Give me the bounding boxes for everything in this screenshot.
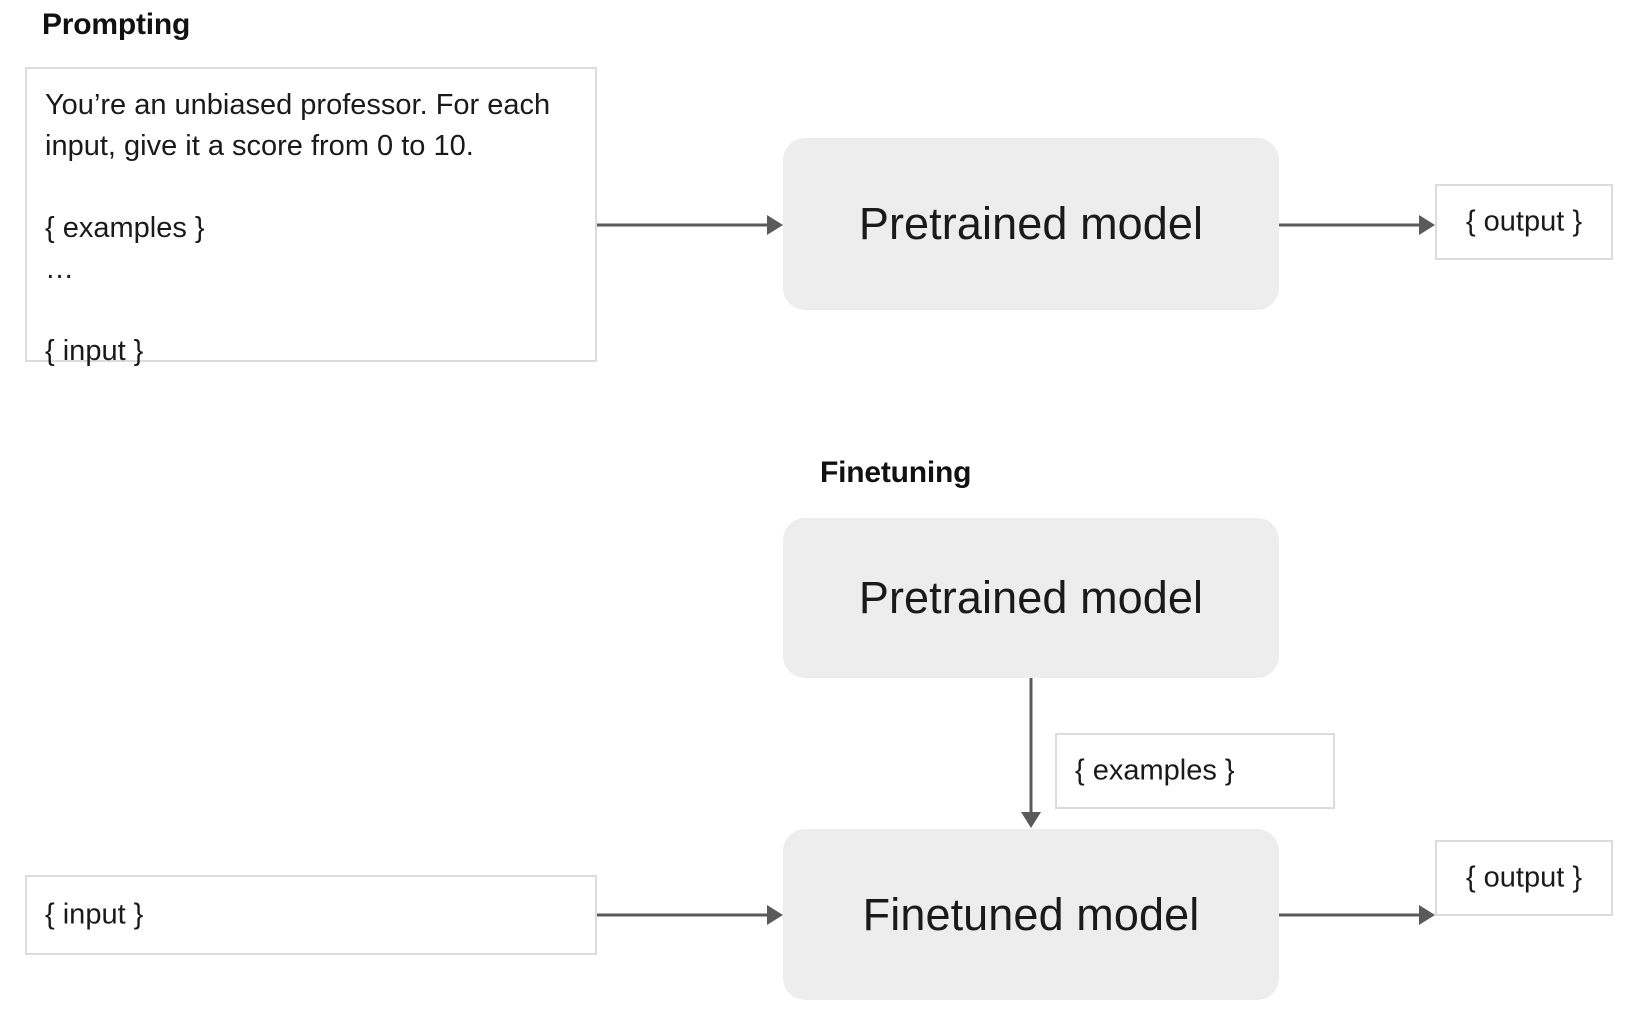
input-label-finetuning: { input } [45,898,144,931]
pretrained-model-label-prompting: Pretrained model [858,198,1204,249]
arrow-prompt-to-model [597,215,783,235]
output-box-prompting: { output } [1435,184,1613,260]
arrow-pretrained-to-finetuned [1021,678,1041,828]
prompt-template-box: You’re an unbiased professor. For each i… [25,67,597,367]
pretrained-model-label-finetuning: Pretrained model [858,572,1204,623]
finetuned-model-box: Finetuned model [783,829,1279,1000]
section-title-prompting: Prompting [42,8,191,41]
output-label-finetuning: { output } [1465,861,1583,894]
finetuned-model-label: Finetuned model [862,888,1200,940]
prompt-template-text: You’re an unbiased professor. For each i… [45,89,551,367]
examples-box-finetuning: { examples } [1055,733,1335,809]
section-title-finetuning: Finetuning [820,456,972,489]
examples-label-finetuning: { examples } [1075,754,1235,787]
output-label-prompting: { output } [1465,205,1583,238]
pretrained-model-box-finetuning: Pretrained model [783,518,1279,678]
pretrained-model-box-prompting: Pretrained model [783,138,1279,310]
arrow-finetuned-to-output [1279,905,1435,925]
input-box-finetuning: { input } [25,875,597,955]
output-box-finetuning: { output } [1435,840,1613,916]
arrow-input-to-finetuned [597,905,783,925]
arrow-model-to-output [1279,215,1435,235]
